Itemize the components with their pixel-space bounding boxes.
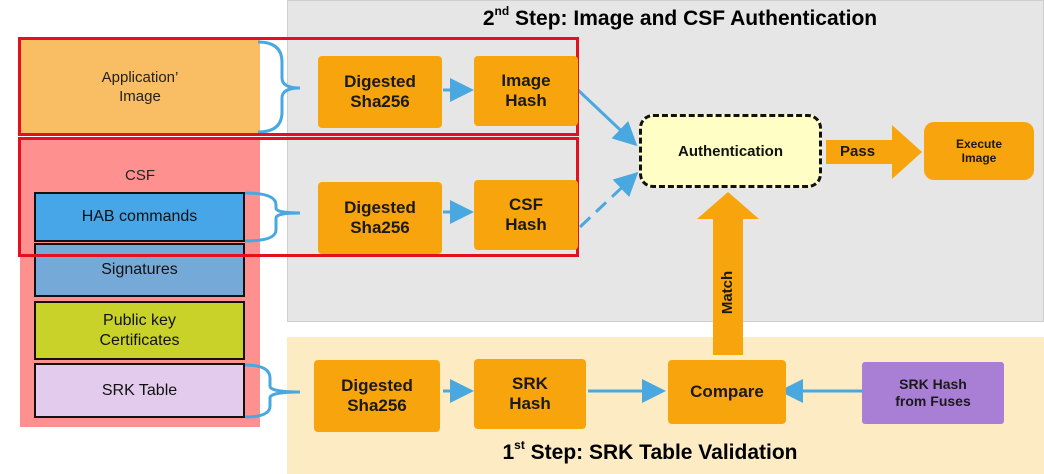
digest-srk-line1: Digested	[341, 376, 413, 395]
application-image-label-line2: Image	[119, 88, 161, 105]
digest-csf-line2: Sha256	[350, 218, 410, 237]
signatures-box: Signatures	[34, 243, 245, 297]
authentication-box: Authentication	[639, 114, 822, 188]
match-label: Match	[719, 270, 737, 314]
csf-hash-line2: Hash	[505, 215, 547, 234]
csf-hash-line1: CSF	[508, 195, 543, 214]
app-image-brace	[257, 40, 301, 134]
srk-hash-line1: SRK	[512, 374, 548, 393]
image-hash-line2: Hash	[505, 91, 547, 110]
digest-csf-line1: Digested	[344, 198, 416, 217]
srk-table-box: SRK Table	[34, 363, 245, 418]
application-image-label-line1: Application’	[101, 69, 179, 86]
arrow-csf-hash-auth	[578, 171, 639, 229]
application-image-block: Application’ Image	[20, 38, 260, 135]
srk-fuses-line1: SRK Hash	[899, 376, 967, 392]
arrow-image-hash-auth	[576, 88, 638, 147]
execute-image-line2: Image	[961, 151, 997, 165]
hab-commands-box: HAB commands	[34, 192, 245, 242]
public-key-label-line1: Public key	[103, 311, 176, 329]
srk-table-brace	[244, 363, 301, 419]
authentication-label: Authentication	[678, 142, 783, 160]
srk-table-label: SRK Table	[101, 381, 178, 399]
step1-title: 1st Step: SRK Table Validation	[502, 438, 798, 464]
compare-label: Compare	[690, 382, 764, 401]
execute-image-line1: Execute	[955, 137, 1003, 151]
public-key-label-line2: Certificates	[99, 331, 180, 349]
match-arrow	[697, 192, 759, 355]
pass-arrow	[826, 125, 922, 179]
digest-image-line2: Sha256	[350, 92, 410, 111]
step2-title: 2nd Step: Image and CSF Authentication	[482, 4, 878, 30]
signatures-label: Signatures	[101, 261, 178, 278]
srk-fuses-line2: from Fuses	[895, 393, 971, 409]
digest-srk-line2: Sha256	[347, 396, 407, 415]
srk-hash-line2: Hash	[509, 394, 551, 413]
digest-image-line1: Digested	[344, 72, 416, 91]
compare-box: Compare	[668, 360, 786, 424]
match-label-wrap: Match	[708, 270, 748, 314]
hab-commands-label: HAB commands	[81, 208, 198, 225]
csf-label: CSF	[125, 167, 155, 184]
image-hash-line1: Image	[501, 71, 551, 90]
hab-commands-brace	[244, 191, 301, 243]
pass-label: Pass	[840, 143, 876, 160]
